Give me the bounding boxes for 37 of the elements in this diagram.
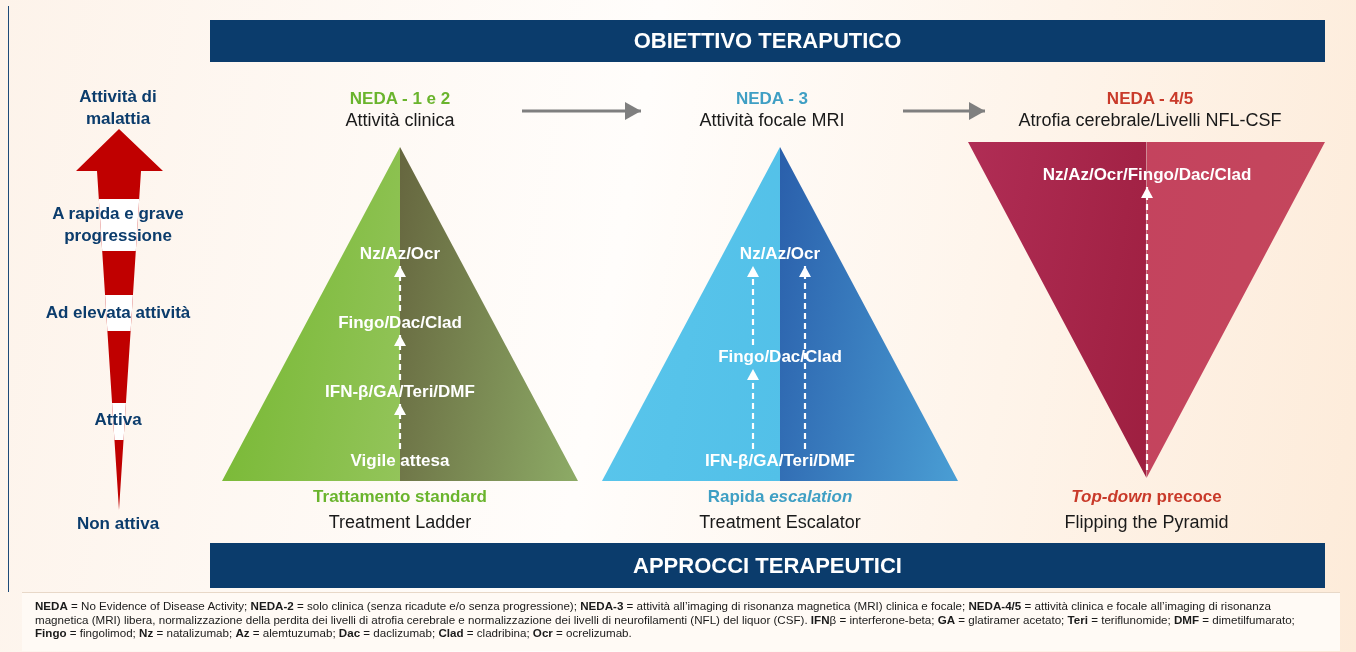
drug-label: Nz/Az/Ocr — [359, 244, 441, 264]
scale-label: Non attiva — [76, 512, 160, 535]
drug-label: Fingo/Dac/Clad — [718, 347, 842, 367]
arrow — [747, 266, 759, 345]
goal-subtitle: Attività focale MRI — [699, 109, 845, 131]
scale-label: Attività di malattia — [78, 85, 158, 130]
arrow — [747, 369, 759, 449]
drug-label: Vigile attesa — [350, 451, 450, 471]
drug-label: IFN-β/GA/Teri/DMF — [325, 382, 475, 402]
goal-subtitle: Attività clinica — [345, 109, 455, 131]
approach-title: Rapida escalation — [707, 487, 853, 507]
arrow — [394, 266, 406, 311]
scale-label: Ad elevata attività — [45, 301, 191, 324]
title-banner: OBIETTIVO TERAPUTICO — [210, 20, 1325, 62]
goal-title: NEDA - 3 — [735, 88, 809, 109]
approach-title: Trattamento standard — [313, 487, 487, 507]
abbreviation-note: NEDA = No Evidence of Disease Activity; NEDA-2 = solo clinica (senza ricadute e/o senza progressione); NEDA-3 = attività all’imaging di risonanza magnetica (MRI) clinica e focale; NEDA-4/5 = attività clinica e focale all’imaging di risonanza magnetica (MRI) libera, normalizzazione della perdita dei livelli di atrofia cerebrale e normalizzazione dei livelli di neurofilamenti (NFL) del liquor (CSF). IFNβ = interferone-beta; GA = glatiramer acetato; Teri = teriflunomide; DMF = dimetilfumarato; Fingo = fingolimod; Nz = natalizumab; Az = alemtuzumab; Dac = daclizumab; Clad = cladribina; Ocr = ocrelizumab. — [35, 599, 1296, 640]
arrow — [903, 102, 985, 120]
scale-label: Attiva — [94, 408, 142, 431]
section-banner: APPROCCI TERAPEUTICI — [210, 543, 1325, 588]
goal-subtitle: Atrofia cerebrale/Livelli NFL-CSF — [1018, 109, 1282, 131]
scale-label: A rapida e grave progressione — [51, 202, 185, 247]
goal-title: NEDA - 1 e 2 — [349, 88, 451, 109]
approach-title: Top-down precoce — [1071, 487, 1222, 507]
arrow — [1141, 187, 1153, 470]
drug-label: Nz/Az/Ocr/Fingo/Dac/Clad — [1042, 165, 1252, 185]
approach-subtitle: Treatment Escalator — [699, 512, 861, 533]
approach-subtitle: Flipping the Pyramid — [1064, 512, 1229, 533]
arrow — [394, 335, 406, 380]
arrow — [799, 266, 811, 449]
arrow — [394, 404, 406, 449]
arrow — [522, 102, 641, 120]
drug-label: IFN-β/GA/Teri/DMF — [705, 451, 855, 471]
drug-label: Nz/Az/Ocr — [739, 244, 821, 264]
drug-label: Fingo/Dac/Clad — [338, 313, 462, 333]
goal-title: NEDA - 4/5 — [1106, 88, 1194, 109]
approach-subtitle: Treatment Ladder — [328, 512, 472, 533]
